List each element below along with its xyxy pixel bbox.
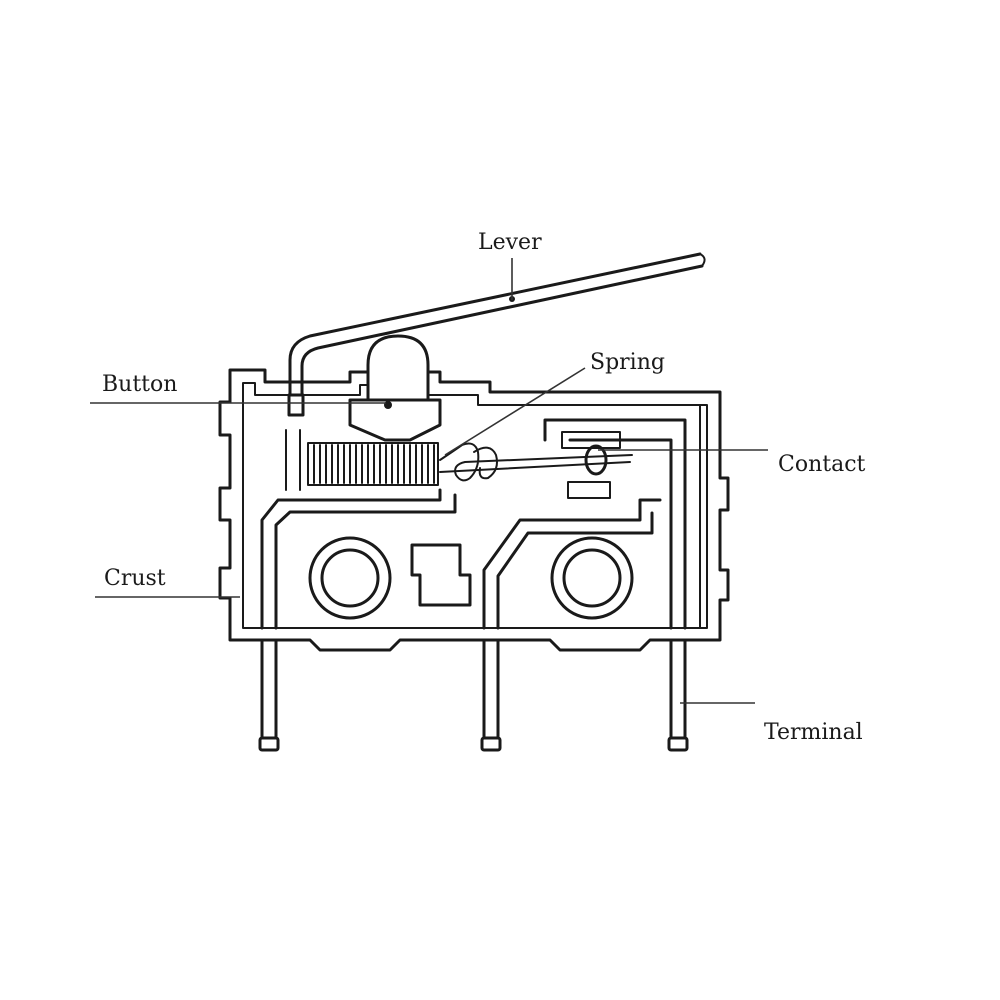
mounting-holes	[308, 536, 634, 620]
label-button: Button	[102, 372, 178, 397]
spring	[307, 442, 633, 486]
label-lever: Lever	[478, 230, 542, 255]
lever	[287, 252, 706, 417]
right-terminal	[543, 404, 701, 752]
left-terminal	[258, 429, 457, 752]
label-terminal: Terminal	[764, 720, 863, 745]
spring-leader	[444, 367, 586, 456]
leader-lines	[90, 258, 768, 704]
label-contact: Contact	[778, 452, 866, 477]
label-spring: Spring	[590, 350, 665, 375]
button-plunger	[348, 334, 442, 442]
contact	[561, 431, 621, 499]
middle-terminal	[480, 498, 662, 752]
label-crust: Crust	[104, 566, 166, 591]
